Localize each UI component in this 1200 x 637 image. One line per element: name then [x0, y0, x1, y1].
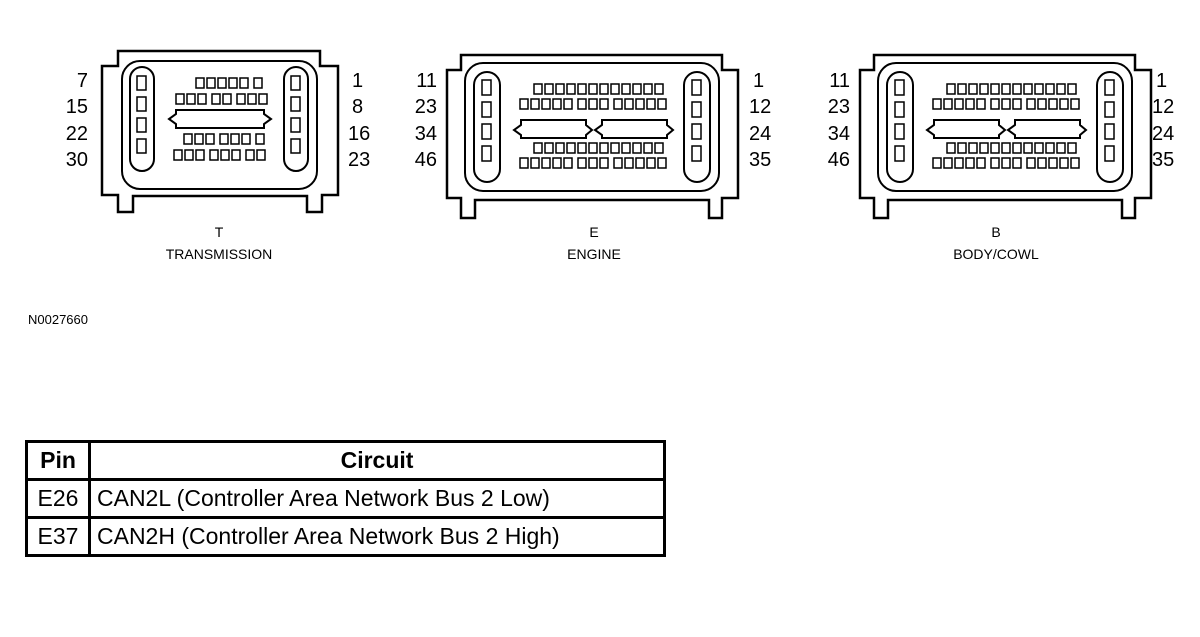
pin-cell: E37 — [25, 516, 91, 557]
circuit-cell: CAN2H (Controller Area Network Bus 2 Hig… — [88, 516, 666, 557]
pin-label: 30 — [66, 149, 88, 171]
pin-label: 12 — [749, 96, 771, 118]
pin-label: 23 — [415, 96, 437, 118]
table-row: E26 CAN2L (Controller Area Network Bus 2… — [25, 478, 666, 519]
connector-body-cowl — [858, 53, 1153, 220]
pin-label: 23 — [348, 149, 370, 171]
pin-labels-body-cowl: 11 23 34 46 1 12 24 35 — [828, 70, 1175, 171]
pin-label: 15 — [66, 96, 88, 118]
connector-letter: T — [215, 224, 224, 240]
connector-letter: E — [589, 224, 598, 240]
pin-label: 1 — [352, 70, 363, 92]
connector-name: ENGINE — [567, 246, 621, 262]
connector-diagram: 7 15 22 30 1 8 16 23 11 23 34 46 1 12 24… — [66, 49, 1175, 262]
pin-label: 12 — [1152, 96, 1174, 118]
pin-label: 7 — [77, 70, 88, 92]
connector-name: TRANSMISSION — [166, 246, 273, 262]
figure-id: N0027660 — [28, 312, 88, 327]
table-row: E37 CAN2H (Controller Area Network Bus 2… — [25, 516, 666, 557]
pin-label: 35 — [1152, 149, 1174, 171]
pin-labels-engine: 11 23 34 46 1 12 24 35 — [415, 70, 772, 171]
pin-circuit-table: Pin Circuit E26 CAN2L (Controller Area N… — [25, 440, 666, 557]
pin-label: 34 — [828, 123, 850, 145]
pin-label: 16 — [348, 123, 370, 145]
pin-label: 46 — [415, 149, 437, 171]
pin-label: 1 — [1156, 70, 1167, 92]
pin-cell: E26 — [25, 478, 91, 519]
connector-engine — [445, 53, 740, 220]
header-pin: Pin — [25, 440, 91, 481]
pin-label: 11 — [416, 70, 437, 92]
pin-label: 35 — [749, 149, 771, 171]
pin-label: 11 — [829, 70, 850, 92]
pin-label: 8 — [352, 96, 363, 118]
circuit-cell: CAN2L (Controller Area Network Bus 2 Low… — [88, 478, 666, 519]
pin-label: 22 — [66, 123, 88, 145]
connector-transmission — [100, 49, 340, 214]
pin-label: 23 — [828, 96, 850, 118]
pin-label: 24 — [749, 123, 771, 145]
pin-label: 34 — [415, 123, 437, 145]
pin-label: 24 — [1152, 123, 1174, 145]
pin-labels-transmission: 7 15 22 30 1 8 16 23 — [66, 70, 371, 171]
header-circuit: Circuit — [88, 440, 666, 481]
pin-label: 46 — [828, 149, 850, 171]
connector-letter: B — [991, 224, 1000, 240]
connector-name: BODY/COWL — [953, 246, 1039, 262]
table-header-row: Pin Circuit — [25, 440, 666, 481]
pin-label: 1 — [753, 70, 764, 92]
